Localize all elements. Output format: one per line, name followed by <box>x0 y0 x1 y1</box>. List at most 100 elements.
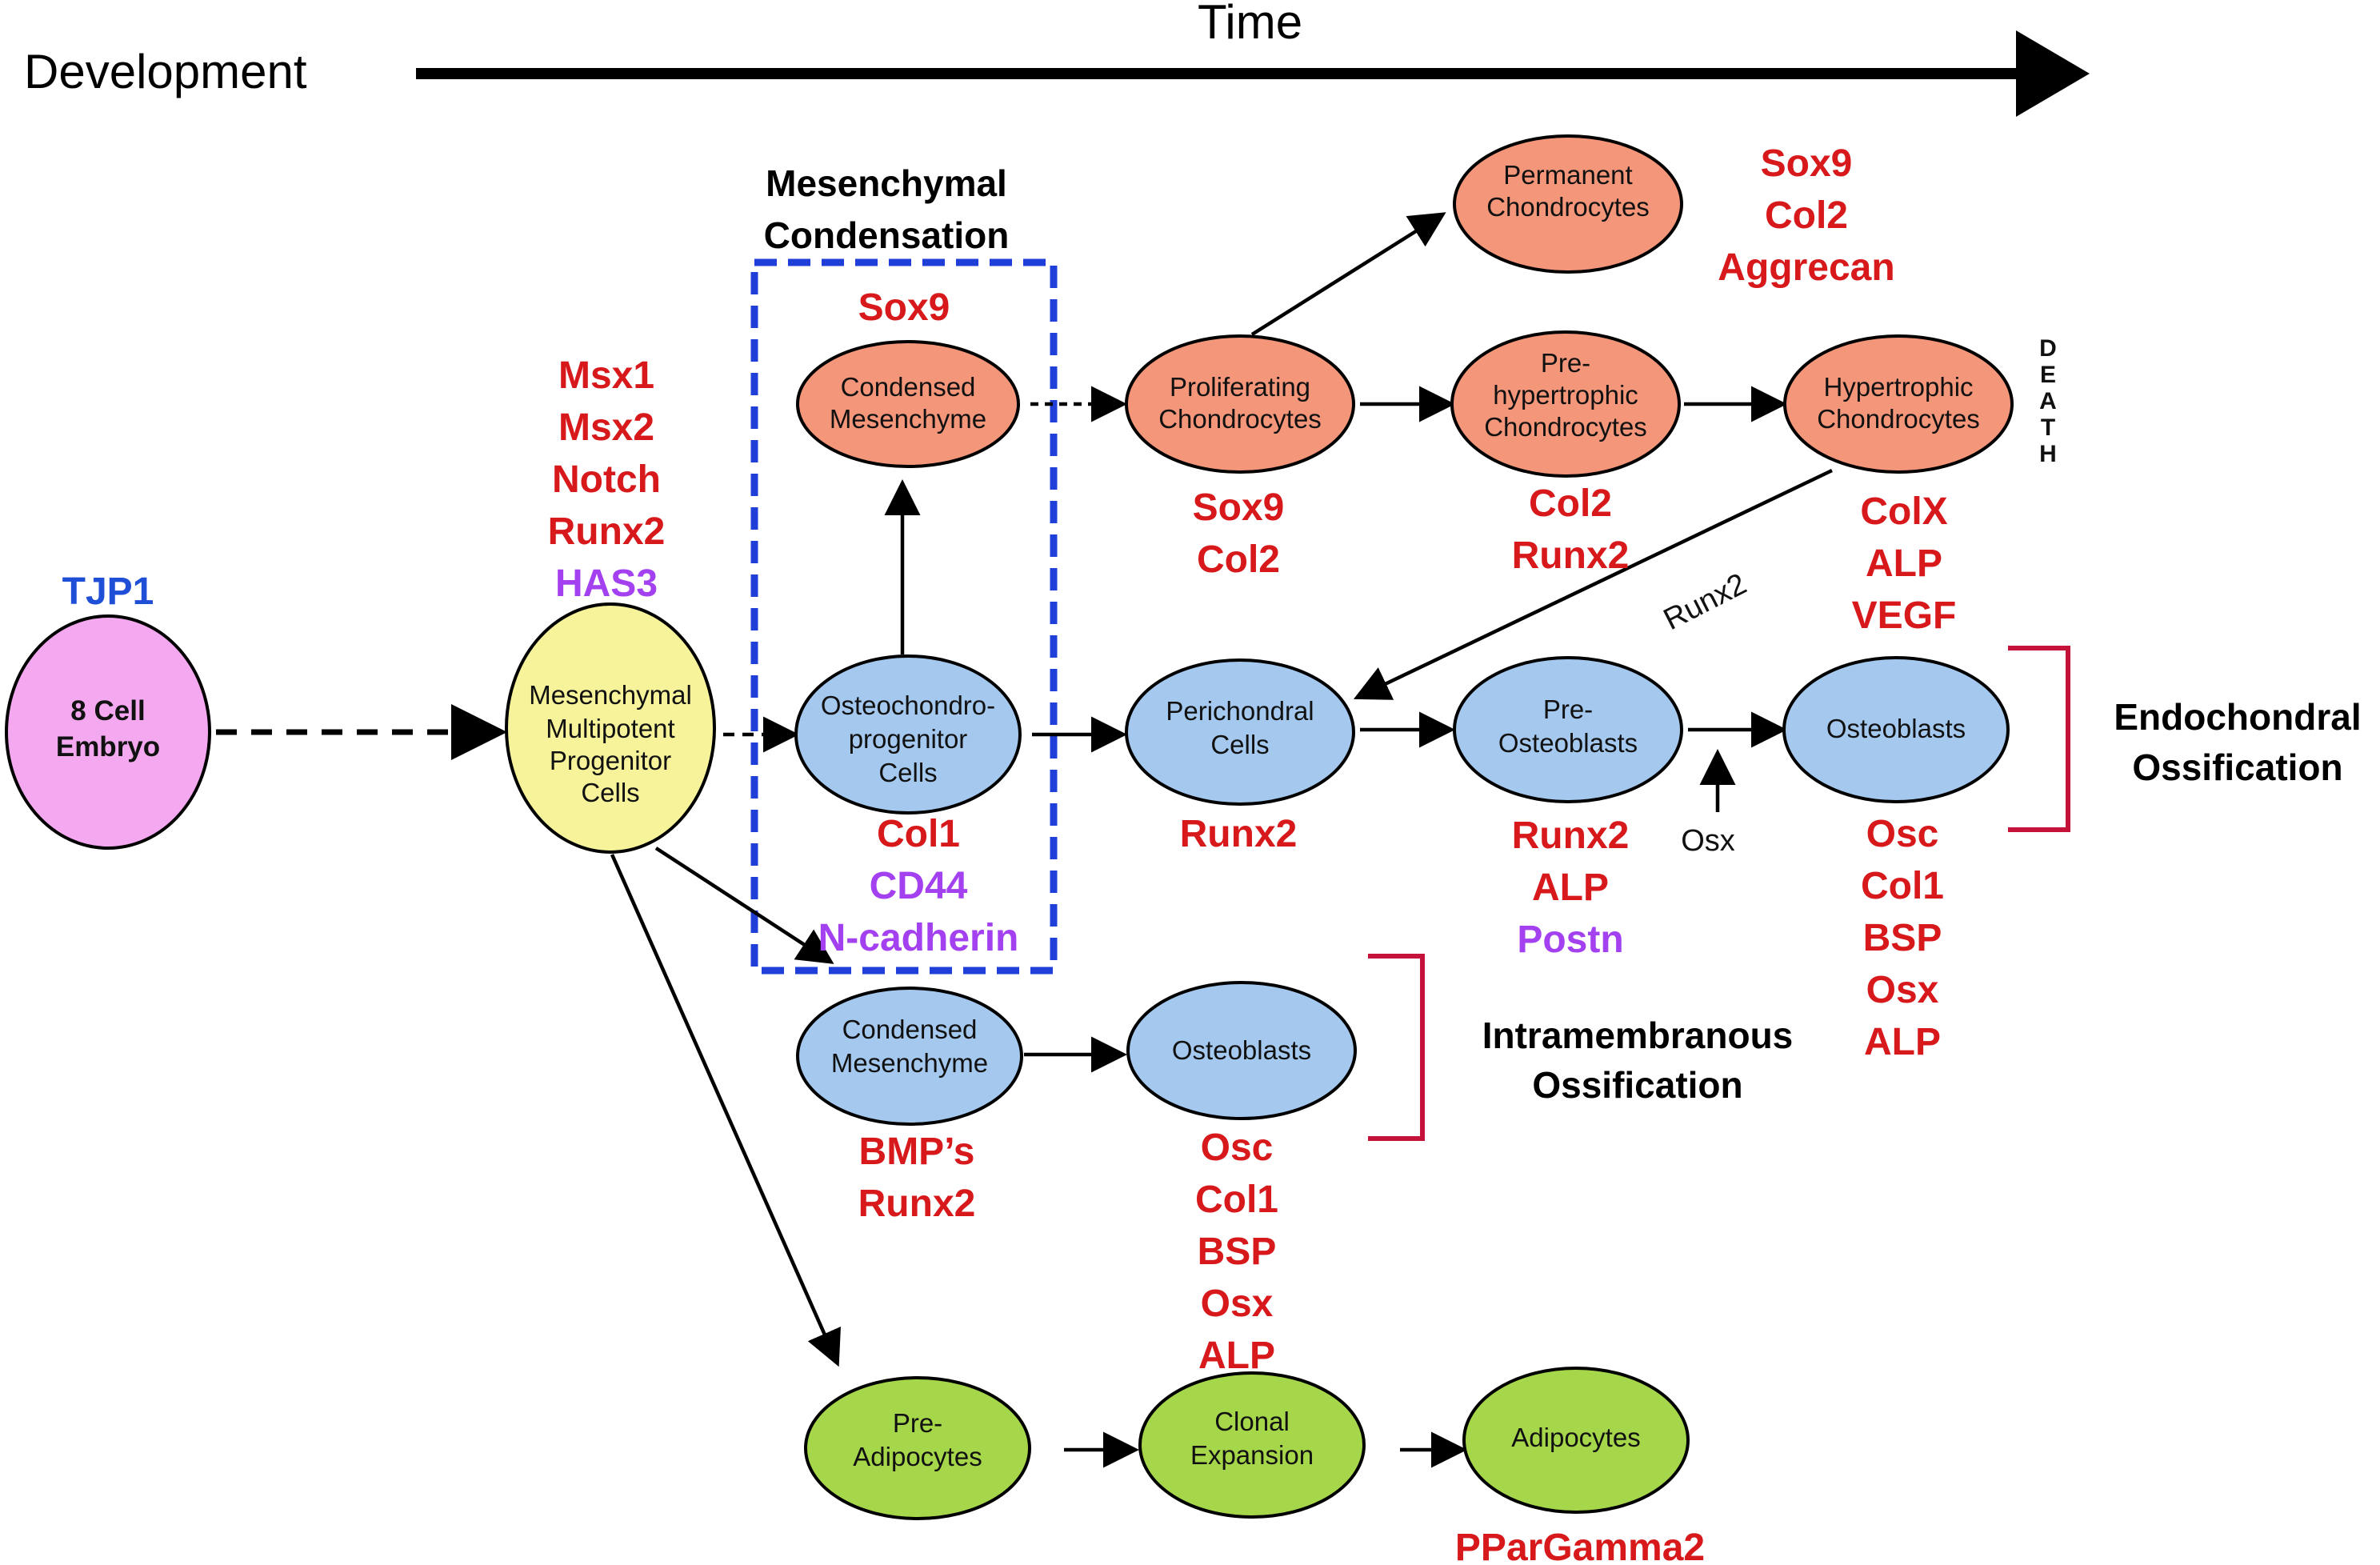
node-line: Chondrocytes <box>1817 404 1980 434</box>
node-line: Mesenchyme <box>831 1048 988 1078</box>
marker: Sox9 <box>1193 486 1285 529</box>
marker: Msx2 <box>558 406 654 449</box>
progenitor-node: Mesenchymal Multipotent Progenitor Cells <box>505 602 716 854</box>
permanent-node: Permanent Chondrocytes <box>1453 134 1683 274</box>
marker: BSP <box>1198 1231 1277 1273</box>
node-line: Perichondral <box>1166 696 1314 726</box>
node-line: Clonal <box>1214 1407 1290 1436</box>
osteoblasts-markers: Osc Col1 BSP Osx ALP <box>1861 813 1944 1063</box>
im-osteoblasts-node: Osteoblasts <box>1126 981 1357 1120</box>
marker: VEGF <box>1852 594 1957 637</box>
marker: Msx1 <box>558 354 654 397</box>
node-line: Osteochondro- <box>821 690 995 720</box>
marker: ALP <box>1198 1335 1275 1377</box>
node-line: Expansion <box>1190 1440 1314 1470</box>
perichondral-node: Perichondral Cells <box>1125 658 1355 806</box>
marker: Sox9 <box>1761 142 1853 185</box>
endochondral-label-2: Ossification <box>2132 746 2342 788</box>
node-line: Osteoblasts <box>1172 1035 1311 1065</box>
condensed-marker: Sox9 <box>858 286 950 329</box>
node-line: Cells <box>1210 730 1269 759</box>
marker: ColX <box>1860 490 1947 533</box>
runx2-arrow-label: Runx2 <box>1658 567 1752 637</box>
node-line: Chondrocytes <box>1486 192 1650 222</box>
embryo-line-1: 8 Cell <box>70 695 145 726</box>
marker: Col2 <box>1197 538 1280 581</box>
clonal-expansion-node: Clonal Expansion <box>1138 1371 1366 1519</box>
marker: Runx2 <box>1180 813 1298 855</box>
progenitor-markers: Msx1 Msx2 Notch Runx2 HAS3 <box>548 354 666 605</box>
marker: Osc <box>1201 1127 1274 1169</box>
marker: Aggrecan <box>1718 246 1894 289</box>
marker: Col1 <box>877 813 960 855</box>
node-line: hypertrophic <box>1493 380 1638 410</box>
node-line: Condensed <box>842 1015 978 1044</box>
development-label: Development <box>24 45 307 98</box>
death-letter: E <box>2040 362 2056 388</box>
node-line: Proliferating <box>1170 372 1310 402</box>
node-line: Condensed <box>841 372 976 402</box>
node-line: Adipocytes <box>853 1442 982 1471</box>
node-line: Mesenchyme <box>830 404 986 434</box>
death-letter: A <box>2039 388 2057 414</box>
marker: HAS3 <box>555 562 658 605</box>
condensation-title-1: Mesenchymal <box>766 162 1007 204</box>
marker: ALP <box>1532 867 1609 909</box>
endochondral-label-1: Endochondral <box>2114 696 2361 738</box>
marker: Col1 <box>1195 1179 1278 1221</box>
marker: CD44 <box>870 865 968 907</box>
osteoblasts-node: Osteoblasts <box>1782 656 2010 803</box>
marker: Postn <box>1517 919 1623 961</box>
marker: Osx <box>1866 969 1939 1011</box>
marker: ALP <box>1866 542 1942 585</box>
marker: Col2 <box>1529 482 1612 525</box>
arrows <box>216 212 1833 1468</box>
death-letter: D <box>2039 335 2057 362</box>
osteochondroprogenitor-node: Osteochondro- progenitor Cells <box>794 654 1022 815</box>
intramembranous-label-1: Intramembranous <box>1482 1015 1794 1056</box>
marker: ALP <box>1864 1021 1941 1063</box>
hypertrophic-node: Hypertrophic Chondrocytes <box>1783 334 2014 474</box>
im-osteoblasts-markers: Osc Col1 BSP Osx ALP <box>1195 1127 1278 1377</box>
progenitor-line-3: Progenitor <box>550 746 671 775</box>
proliferating-node: Proliferating Chondrocytes <box>1125 334 1355 474</box>
node-line: Osteoblasts <box>1498 728 1638 758</box>
intramembranous-bracket <box>1368 954 1425 1141</box>
marker: Runx2 <box>1512 815 1630 857</box>
marker: Osc <box>1866 813 1939 855</box>
osx-arrow-label: Osx <box>1681 824 1735 858</box>
preadipocytes-node: Pre- Adipocytes <box>804 1376 1031 1520</box>
node-line: Osteoblasts <box>1826 714 1966 743</box>
marker: N-cadherin <box>818 917 1019 959</box>
marker: BSP <box>1863 917 1942 959</box>
node-line: Permanent <box>1503 160 1632 190</box>
time-arrow-head <box>2016 30 2090 117</box>
marker: Runx2 <box>548 510 666 553</box>
im-condensed-node: Condensed Mesenchyme <box>796 987 1023 1126</box>
node-line: Chondrocytes <box>1484 412 1647 442</box>
node-line: Pre- <box>1543 694 1593 724</box>
marker: Col2 <box>1765 194 1848 237</box>
embryo-line-2: Embryo <box>56 731 160 762</box>
condensed-mesenchyme-node: Condensed Mesenchyme <box>796 340 1020 468</box>
marker: Notch <box>552 458 661 501</box>
progenitor-line-1: Mesenchymal <box>529 680 692 710</box>
progenitor-line-2: Multipotent <box>546 714 674 743</box>
condensation-box <box>750 258 1058 975</box>
adipocytes-node: Adipocytes <box>1462 1367 1690 1514</box>
death-label: D E A T H <box>2039 335 2057 467</box>
marker: Runx2 <box>858 1183 976 1225</box>
death-letter: H <box>2039 441 2057 467</box>
node-line: Pre- <box>893 1408 942 1438</box>
node-line: Adipocytes <box>1511 1423 1640 1452</box>
death-letter: T <box>2041 414 2055 441</box>
node-line: progenitor <box>849 724 968 754</box>
preosteoblasts-node: Pre- Osteoblasts <box>1453 656 1683 803</box>
endochondral-bracket <box>2008 646 2070 832</box>
node-line: Chondrocytes <box>1158 404 1322 434</box>
node-line: Cells <box>878 758 937 787</box>
marker: BMP’s <box>859 1131 975 1173</box>
intramembranous-label-2: Ossification <box>1532 1064 1742 1106</box>
marker: PParGamma2 <box>1455 1527 1705 1565</box>
progenitor-line-4: Cells <box>581 778 639 807</box>
